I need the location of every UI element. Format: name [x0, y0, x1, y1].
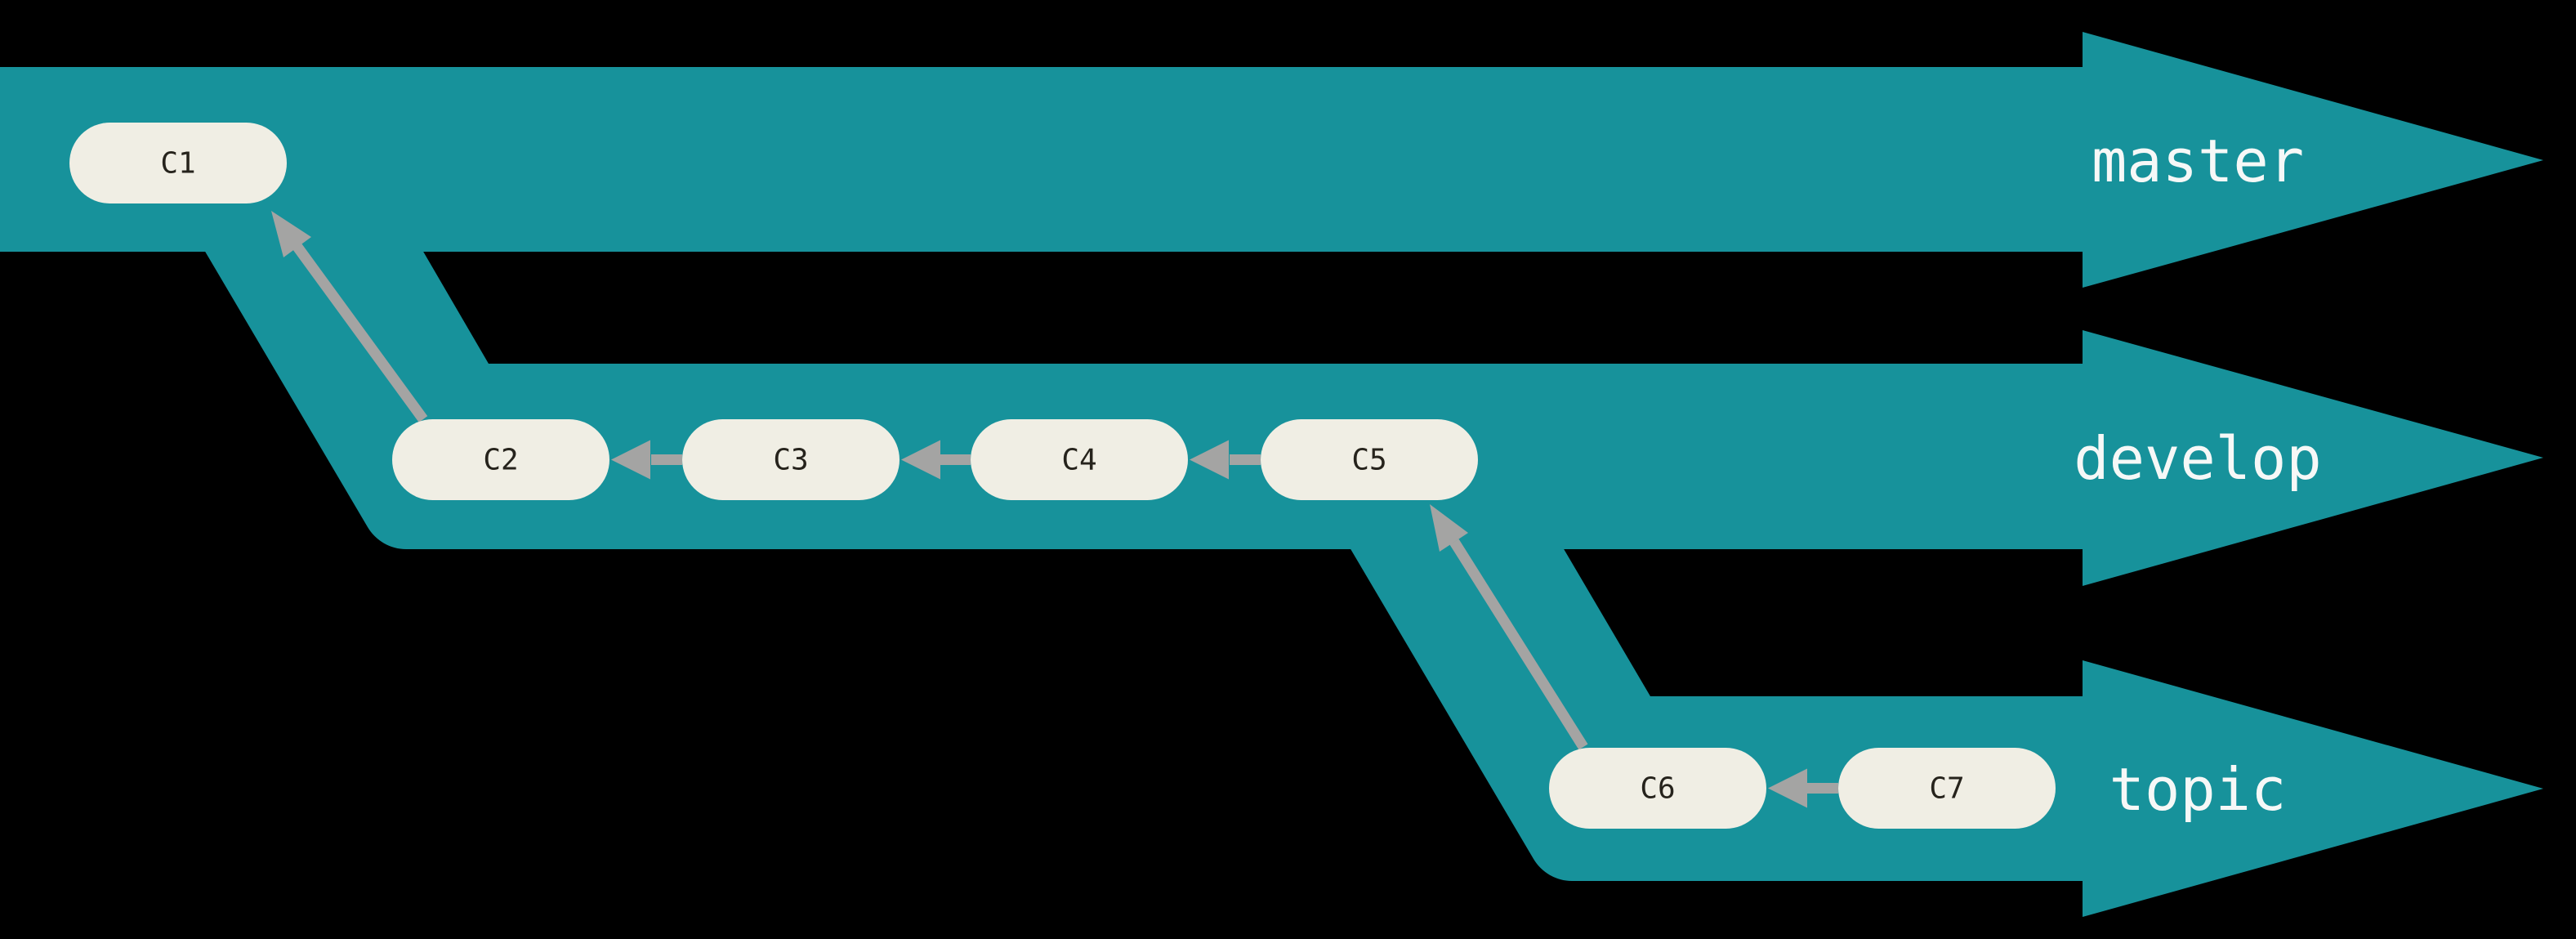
branch-master: [0, 32, 2543, 288]
edge-c2-c1: [271, 211, 428, 423]
edge-c2-c1-arrowhead-icon: [271, 211, 311, 257]
commit-node-c1: C1: [69, 123, 287, 203]
commit-label-c1: C1: [160, 147, 195, 181]
edge-c5-c4: [1190, 440, 1261, 480]
branch-label-develop: develop: [2074, 424, 2321, 493]
commit-label-c6: C6: [1640, 772, 1675, 806]
topic-arrowhead-icon: [2083, 660, 2543, 917]
edge-c7-c6: [1768, 768, 1838, 808]
commit-label-c7: C7: [1929, 772, 1964, 806]
develop-arrowhead-icon: [2083, 330, 2543, 586]
edge-c6-c5-shaft: [1449, 539, 1588, 750]
branch-label-master: master: [2092, 127, 2304, 195]
commit-node-c3-shape: [682, 419, 900, 500]
commit-label-c3: C3: [773, 444, 808, 477]
edge-c6-c5-arrowhead-icon: [1430, 504, 1468, 552]
commit-node-c3: C3: [682, 419, 900, 500]
branch-labels: master develop topic: [2074, 127, 2321, 824]
master-arrowhead-icon: [2083, 32, 2543, 288]
commit-node-c6: C6: [1549, 748, 1766, 829]
commit-nodes: C1 C2 C3 C4 C5 C6 C7: [69, 123, 2056, 829]
develop-band: [204, 250, 2083, 549]
commit-node-c1-shape: [69, 123, 287, 203]
master-band: [0, 67, 2083, 252]
branch-label-topic: topic: [2109, 755, 2287, 824]
commit-node-c7-shape: [1838, 748, 2056, 829]
commit-label-c4: C4: [1061, 444, 1096, 477]
edge-c4-c3: [901, 440, 971, 480]
branch-topic: [1350, 548, 2543, 917]
commit-node-c4-shape: [971, 419, 1188, 500]
edge-c2-c1-shaft: [292, 244, 428, 423]
branch-develop: [204, 250, 2543, 586]
commit-edges: [271, 211, 1838, 808]
edge-c5-c4-arrowhead-icon: [1190, 440, 1229, 480]
commit-node-c6-shape: [1549, 748, 1766, 829]
commit-node-c2: C2: [392, 419, 609, 500]
commit-node-c7: C7: [1838, 748, 2056, 829]
topic-band: [1350, 548, 2083, 881]
edge-c4-c3-arrowhead-icon: [901, 440, 940, 480]
edge-c3-c2-arrowhead-icon: [611, 440, 650, 480]
edge-c3-c2: [611, 440, 682, 480]
commit-node-c5: C5: [1261, 419, 1478, 500]
commit-node-c5-shape: [1261, 419, 1478, 500]
commit-node-c4: C4: [971, 419, 1188, 500]
edge-c7-c6-arrowhead-icon: [1768, 768, 1807, 808]
commit-label-c2: C2: [483, 444, 518, 477]
commit-node-c2-shape: [392, 419, 609, 500]
commit-label-c5: C5: [1351, 444, 1386, 477]
edge-c6-c5: [1430, 504, 1588, 750]
